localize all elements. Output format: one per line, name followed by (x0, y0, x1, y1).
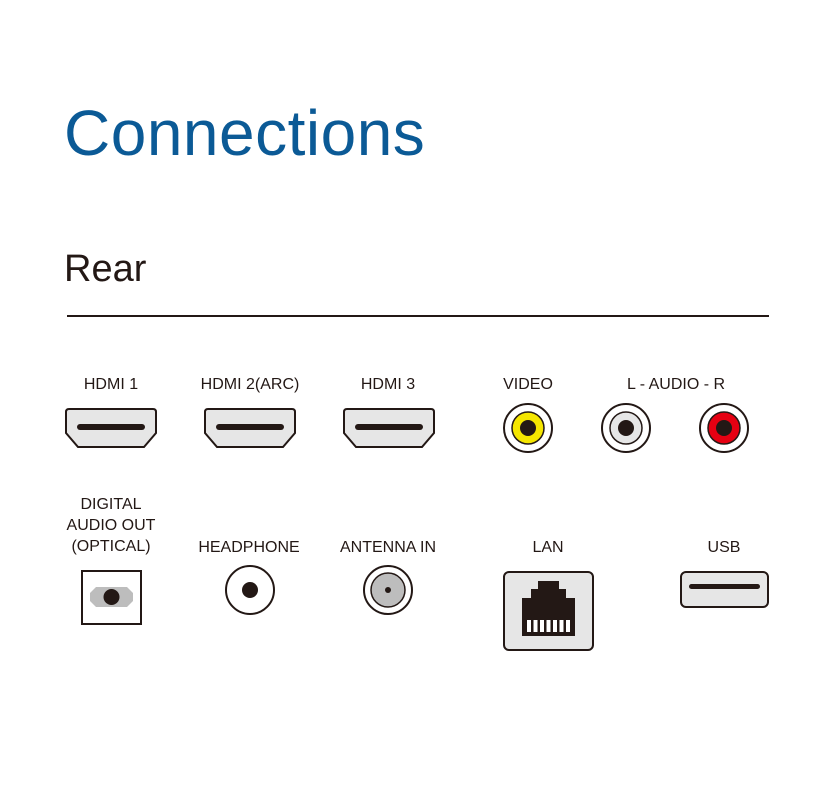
section-title: Rear (64, 248, 147, 290)
antenna-port-icon (363, 565, 413, 615)
label-audio: L - AUDIO - R (626, 376, 726, 393)
label-hdmi2: HDMI 2(ARC) (200, 376, 300, 393)
lan-port-icon (503, 571, 594, 651)
audio-right-rca-icon (699, 403, 749, 453)
usb-port-icon (680, 571, 769, 608)
audio-left-rca-icon (601, 403, 651, 453)
label-optical-line3: (OPTICAL) (71, 538, 151, 555)
label-video: VIDEO (503, 376, 553, 393)
divider (67, 315, 769, 317)
label-optical-line2: AUDIO OUT (66, 517, 156, 534)
hdmi2-port-icon (204, 408, 296, 448)
label-headphone: HEADPHONE (198, 539, 300, 556)
page-title: Connections (64, 97, 426, 169)
label-antenna: ANTENNA IN (339, 539, 436, 556)
label-lan: LAN (532, 539, 564, 556)
video-rca-icon (503, 403, 553, 453)
label-hdmi3: HDMI 3 (360, 376, 416, 393)
headphone-jack-icon (225, 565, 275, 615)
optical-port-icon (81, 570, 142, 625)
hdmi1-port-icon (65, 408, 157, 448)
label-optical: DIGITAL AUDIO OUT (OPTICAL) (31, 494, 191, 557)
label-hdmi1: HDMI 1 (83, 376, 139, 393)
label-usb: USB (707, 539, 741, 556)
label-optical-line1: DIGITAL (80, 496, 142, 513)
hdmi3-port-icon (343, 408, 435, 448)
